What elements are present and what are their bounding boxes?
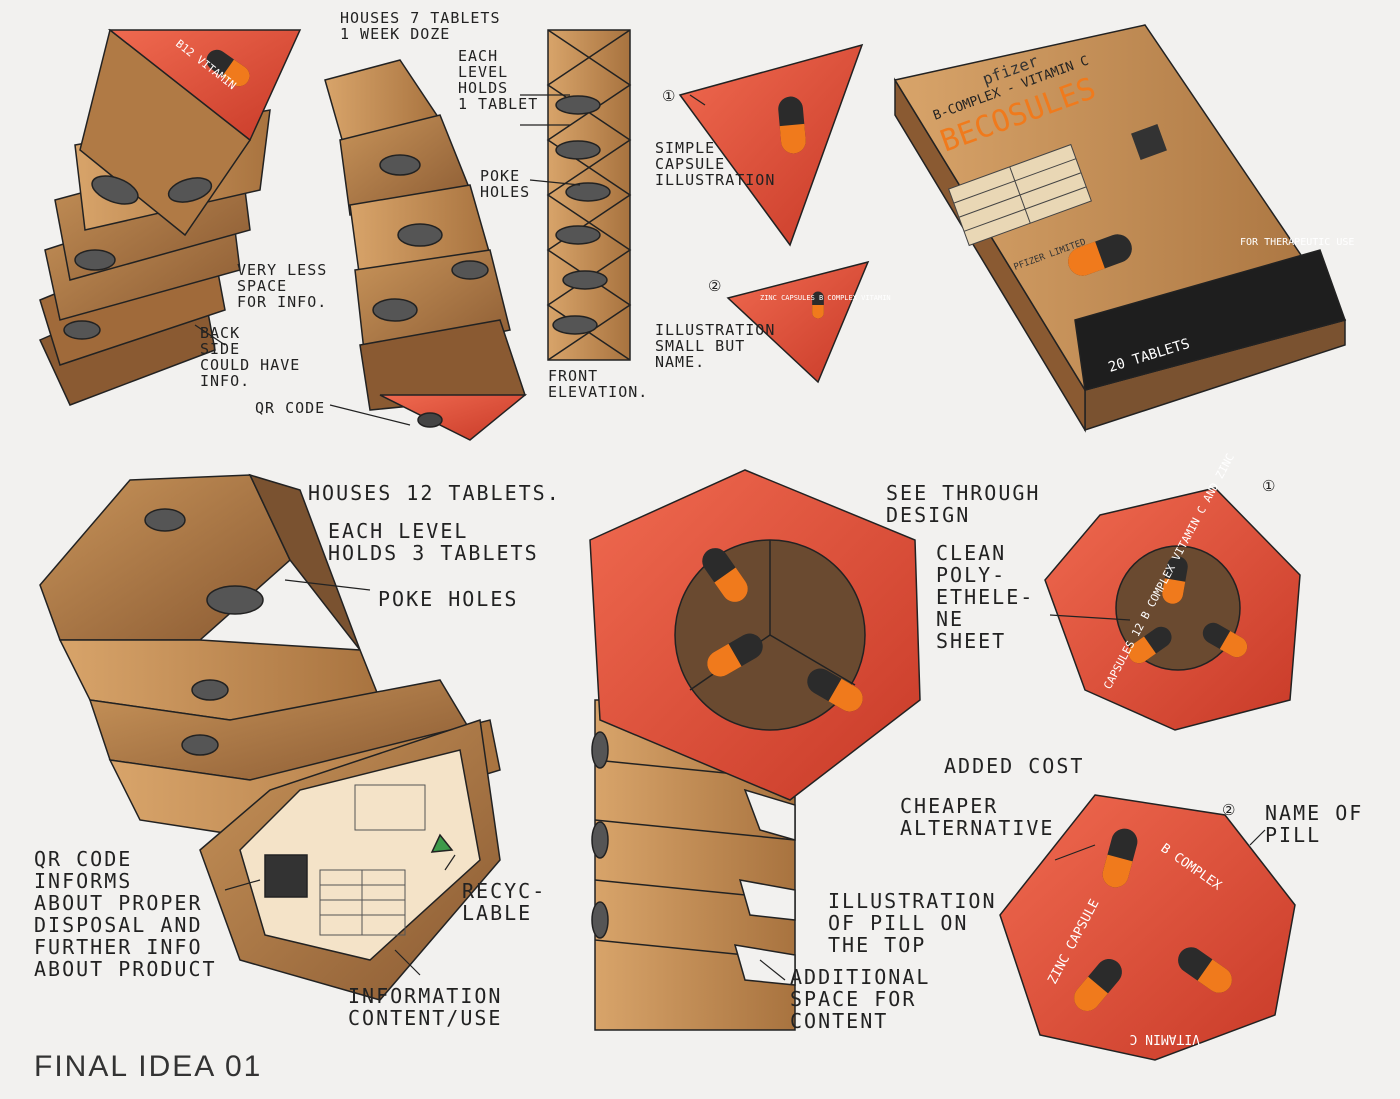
poke-hole (555, 225, 601, 245)
triangle-small-text: ZINC CAPSULES B COMPLEX VITAMIN (760, 294, 891, 302)
note-recyclable: RECYC- LABLE (462, 879, 547, 925)
leader-lines (194, 94, 1266, 981)
note-each-level-1: EACH LEVEL HOLDS 1 TABLET (458, 47, 539, 113)
note-clean-poly: CLEAN POLY- ETHELE- NE SHEET (936, 541, 1035, 653)
poke-hole (552, 315, 598, 335)
note-added-cost: ADDED COST (944, 754, 1085, 778)
poke-hole (63, 320, 101, 340)
note-illustration-top: ILLUSTRATION OF PILL ON THE TOP (828, 889, 997, 957)
front-elevation-strip (546, 29, 632, 361)
note-num-2-bottom: ② (1222, 801, 1237, 819)
note-poke-holes-bottom: POKE HOLES (378, 587, 519, 611)
note-information-content: INFORMATION CONTENT/USE (348, 984, 503, 1030)
box-use-line: FOR THERAPEUTIC USE (1240, 237, 1354, 248)
note-num-1-bottom: ① (1262, 477, 1277, 495)
note-additional-space: ADDITIONAL SPACE FOR CONTENT (790, 965, 931, 1033)
triangle-option-1 (678, 43, 864, 247)
note-num-2-top: ② (708, 277, 723, 295)
info-table (948, 143, 1092, 247)
poke-hole (562, 270, 608, 290)
hex-tower-lying (39, 473, 501, 1001)
poke-hole (397, 223, 443, 247)
poke-hole (167, 177, 213, 203)
note-simple-capsule: SIMPLE CAPSULE ILLUSTRATION (655, 139, 776, 189)
poke-hole (591, 731, 609, 769)
note-qr-code: QR CODE (255, 399, 326, 417)
note-poke-holes-top: POKE HOLES (480, 167, 531, 201)
note-cheaper: CHEAPER ALTERNATIVE (900, 794, 1055, 840)
info-table (319, 784, 426, 936)
triangle-tower-spiral (38, 28, 302, 406)
qr-code-icon (1131, 124, 1167, 160)
poke-hole (591, 901, 609, 939)
poke-hole (372, 298, 418, 322)
hex2-text-b: VITAMIN C (1130, 1031, 1200, 1046)
poke-hole (206, 585, 264, 615)
poke-hole (181, 734, 219, 756)
poke-hole (555, 140, 601, 160)
note-name-of-pill: NAME OF PILL (1265, 801, 1364, 847)
poke-hole (565, 182, 611, 202)
note-houses-12: HOUSES 12 TABLETS. (308, 481, 561, 505)
recyclable-icon (430, 833, 454, 853)
qr-code-mark (417, 412, 443, 428)
poke-hole (191, 679, 229, 701)
poke-hole (379, 154, 421, 176)
poke-hole (555, 95, 601, 115)
triangle-tower-zigzag (324, 59, 528, 441)
red-top-face (107, 29, 302, 142)
note-very-less-space: VERY LESS SPACE FOR INFO. (237, 261, 328, 311)
poke-hole (591, 821, 609, 859)
qr-code-icon (264, 854, 308, 898)
poke-hole (144, 508, 186, 532)
note-illustration-small: ILLUSTRATION SMALL BUT NAME. (655, 321, 776, 371)
hex-lid-option-2 (999, 794, 1296, 1061)
becosules-box (893, 24, 1347, 433)
information-panel (239, 749, 481, 961)
note-front-elevation: FRONT ELEVATION. (548, 367, 649, 401)
note-each-level-3: EACH LEVEL HOLDS 3 TABLETS (328, 519, 539, 565)
box-use: FOR THERAPEUTIC USE (1240, 237, 1354, 248)
note-houses-7: HOUSES 7 TABLETS 1 WEEK DOZE (340, 9, 501, 43)
note-qr-informs: QR CODE INFORMS ABOUT PROPER DISPOSAL AN… (34, 847, 217, 981)
note-num-1-top: ① (662, 87, 677, 105)
triangle-option-2 (726, 260, 870, 384)
note-back-side: BACK SIDE COULD HAVE INFO. (200, 324, 301, 390)
poke-hole (91, 175, 139, 205)
note-see-through: SEE THROUGH DESIGN (886, 481, 1041, 527)
poke-hole (74, 249, 116, 271)
final-idea-title: FINAL IDEA 01 (34, 1050, 263, 1083)
poke-hole (451, 260, 489, 280)
red-bottom-face (379, 394, 528, 441)
